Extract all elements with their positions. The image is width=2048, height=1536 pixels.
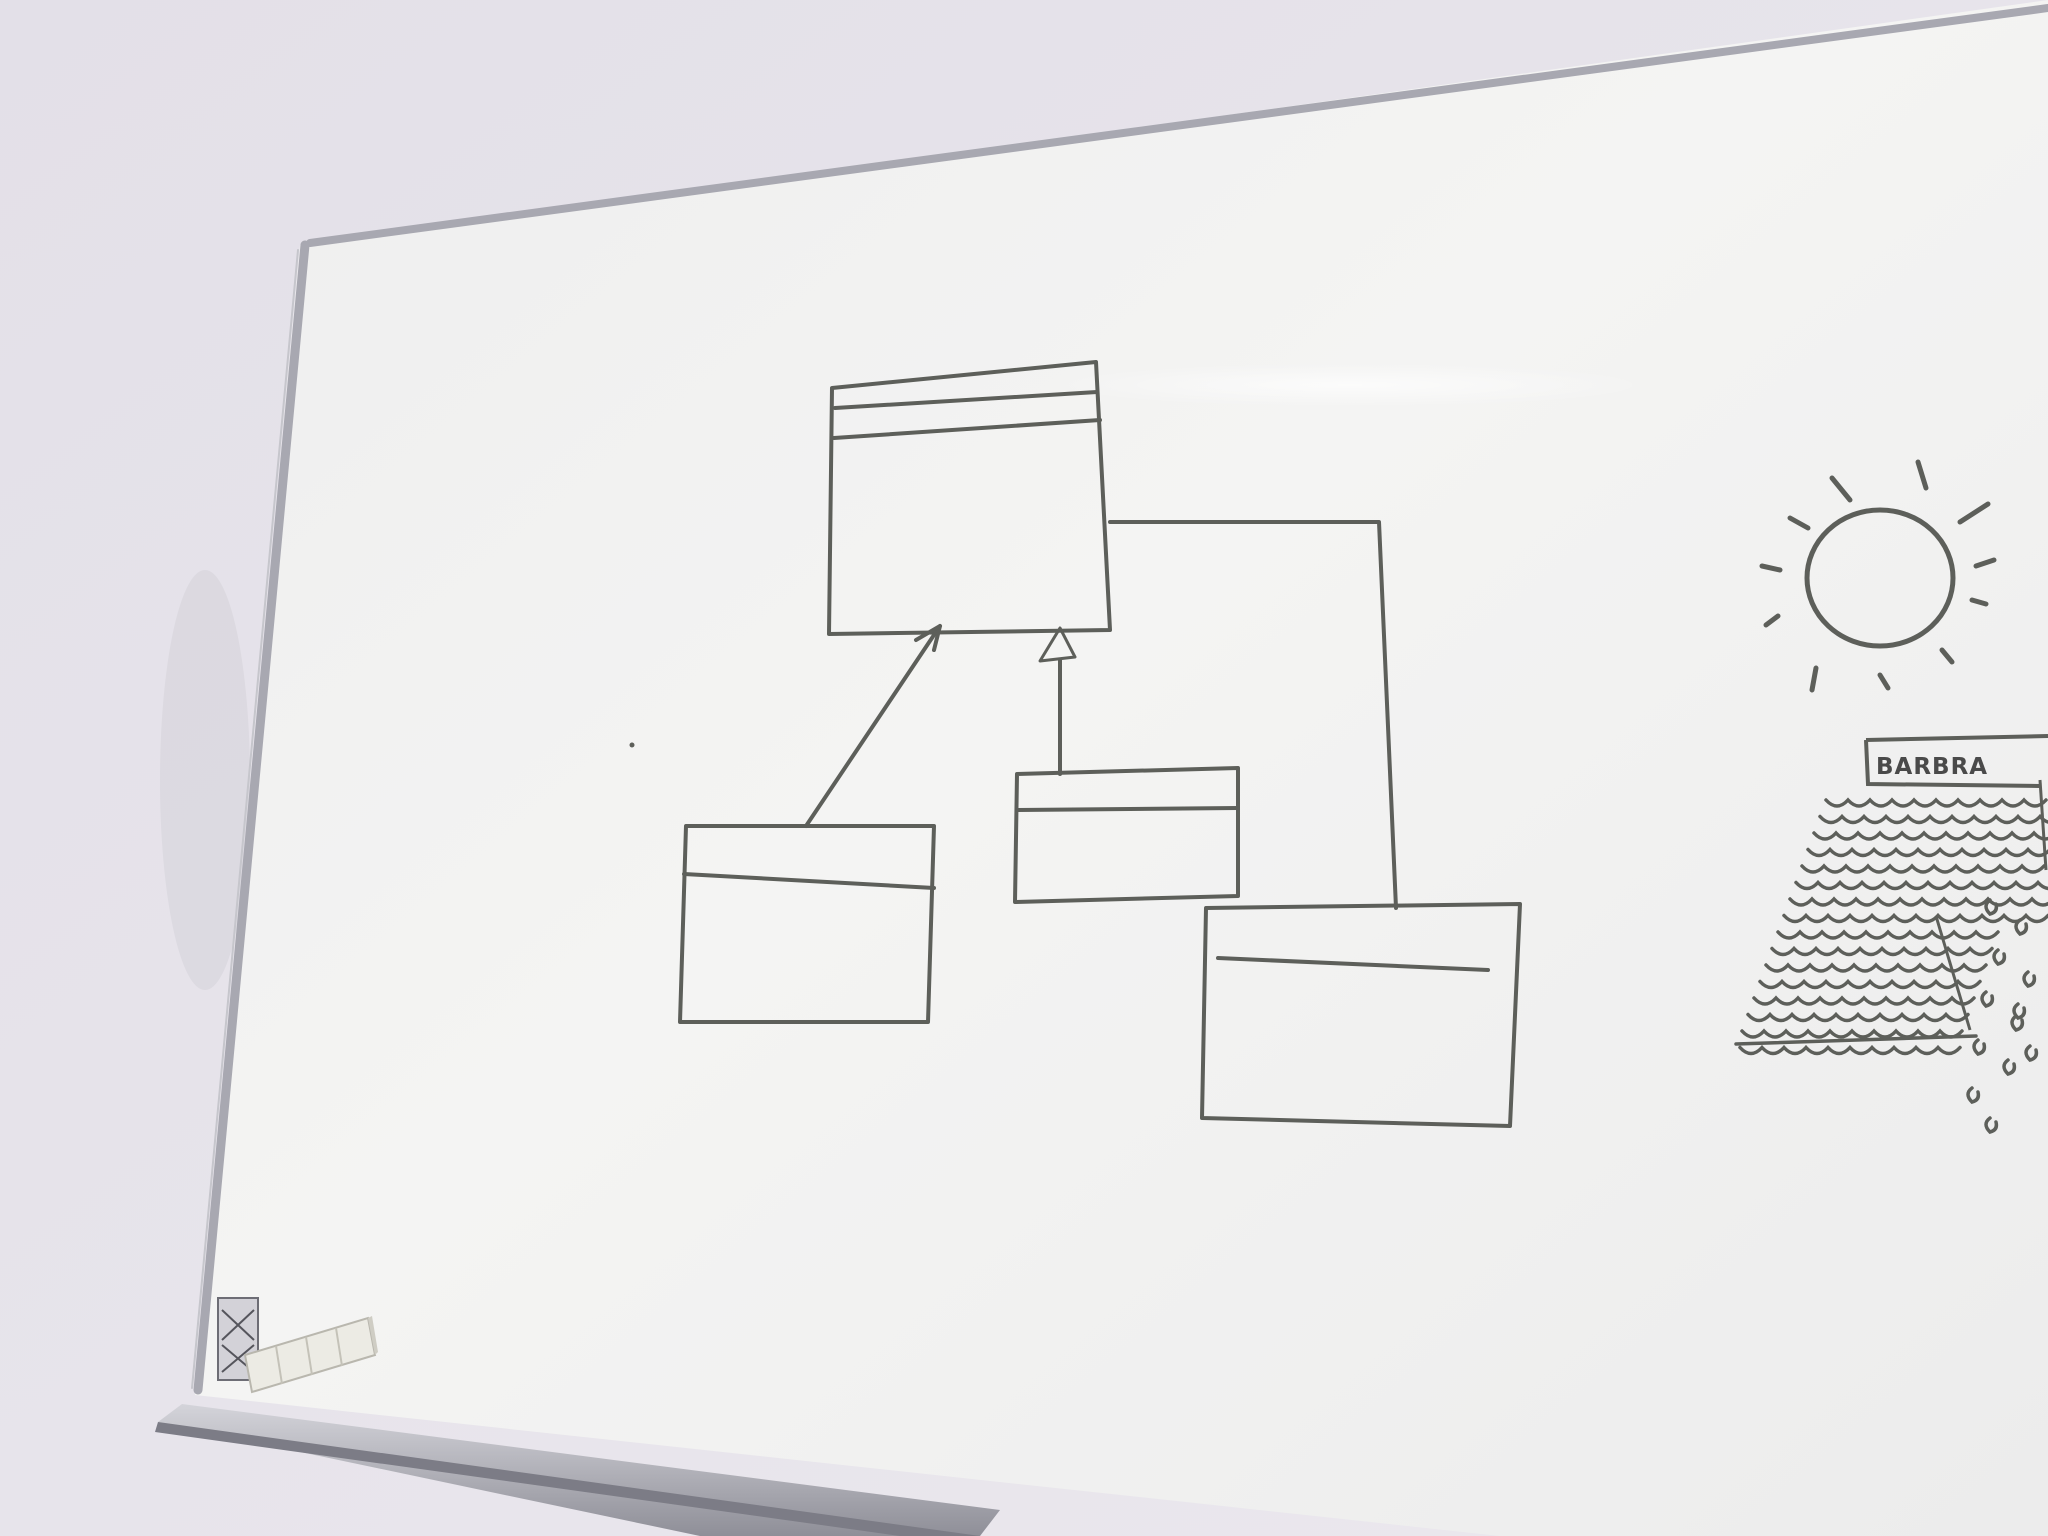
hair-wave-row — [1740, 1028, 1964, 1039]
hair-wave-row — [1782, 912, 2048, 924]
hair-wave-row — [1794, 879, 2048, 891]
hair-wave-row — [1818, 813, 2048, 825]
whiteboard-surface — [195, 0, 2048, 1536]
hair-curl — [1980, 990, 1995, 1008]
uml-diagram — [678, 360, 1522, 1128]
marker-tray — [155, 1404, 1000, 1536]
eraser-icon[interactable] — [243, 1316, 378, 1394]
hair-curl — [1984, 1116, 1999, 1134]
hair-wave-row — [1752, 995, 1976, 1006]
hair-curl — [2012, 1002, 2027, 1020]
wall-smudge — [160, 570, 250, 990]
hair-wave-row — [1800, 863, 2046, 874]
hair-wave-row — [1824, 797, 2048, 808]
hair-sign — [1864, 734, 2048, 788]
hair-curl — [2024, 1044, 2039, 1062]
ink-dot — [629, 742, 635, 748]
middle-child-class-box — [1013, 766, 1240, 904]
hair-bottom-line — [1734, 1034, 1978, 1046]
light-glare — [1050, 363, 1650, 407]
hair-curl — [1966, 1086, 1981, 1104]
hair-wave-row — [1770, 945, 1994, 957]
hair-wave-row — [1758, 978, 1982, 990]
open-arrow — [804, 624, 942, 828]
hair-doodle: BARBRA — [1734, 734, 2048, 1134]
hair-strands — [1934, 779, 2048, 1031]
hair-curl — [2014, 918, 2029, 936]
corner-sticker — [217, 1297, 259, 1381]
hair-wave-row — [1738, 1044, 1962, 1056]
hair-sign-text: BARBRA — [1876, 754, 1988, 780]
parent-class-box — [827, 360, 1112, 636]
whiteboard-frame — [191, 4, 2048, 1395]
hair-wave-row — [1746, 1011, 1970, 1023]
sun-icon — [1759, 459, 1997, 693]
hair-wave-row — [1776, 929, 2000, 940]
hair-curl — [2002, 1058, 2017, 1076]
hair-wave-row — [1764, 962, 1988, 973]
hair-wave-row — [1812, 830, 2048, 841]
hair-curl — [1992, 948, 2007, 966]
wavy-hair-icon — [1734, 797, 2048, 1134]
hair-curl — [2010, 1014, 2025, 1032]
association-line — [1108, 520, 1398, 910]
triangle-arrow — [1038, 626, 1077, 776]
hair-wave-row — [1806, 846, 2048, 858]
hair-curl — [1972, 1038, 1987, 1056]
hair-curl — [2022, 970, 2037, 988]
left-child-class-box — [678, 824, 936, 1024]
right-class-box — [1200, 902, 1522, 1128]
hair-curl — [1984, 898, 1999, 916]
hair-wave-row — [1788, 896, 2048, 907]
